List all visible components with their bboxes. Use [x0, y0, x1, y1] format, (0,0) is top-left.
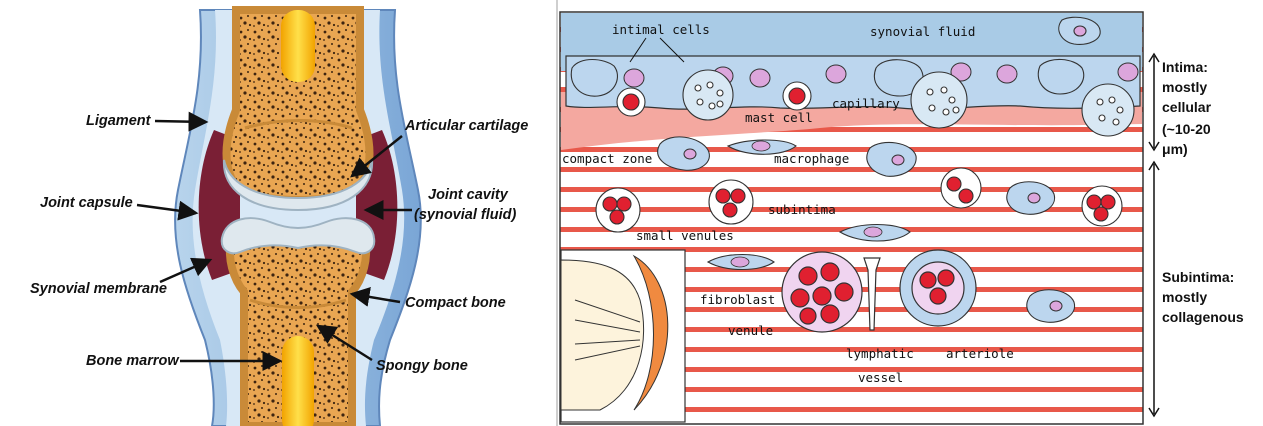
label-bone-marrow: Bone marrow	[86, 353, 180, 369]
label-lymphatic-1: lymphatic	[846, 346, 914, 361]
lower-marrow	[282, 336, 314, 426]
label-arteriole: arteriole	[946, 346, 1014, 361]
label-mast-cell: mast cell	[745, 110, 813, 125]
label-subintima: subintima	[768, 202, 836, 217]
upper-marrow	[281, 10, 315, 82]
label-intima-1: Intima:	[1162, 59, 1208, 75]
joint-inset	[561, 250, 685, 422]
label-intimal-cells: intimal cells	[612, 22, 710, 37]
label-articular-cartilage: Articular cartilage	[404, 118, 528, 134]
label-joint-cavity-2: (synovial fluid)	[414, 207, 516, 223]
label-synovial-membrane: Synovial membrane	[30, 281, 167, 297]
label-intima-2: mostly	[1162, 79, 1207, 95]
histology-diagram	[560, 12, 1143, 424]
label-joint-cavity-line1: Joint cavity	[428, 187, 509, 203]
label-subintima-3: collagenous	[1162, 309, 1244, 325]
label-compact-bone: Compact bone	[405, 295, 506, 311]
label-joint-capsule: Joint capsule	[40, 195, 133, 211]
label-subintima-1: Subintima:	[1162, 269, 1234, 285]
label-macrophage: macrophage	[774, 151, 849, 166]
label-joint-cavity: Joint cavity	[428, 187, 509, 203]
arteriole	[900, 250, 976, 326]
label-spongy-bone: Spongy bone	[376, 358, 468, 374]
label-lymphatic-2: vessel	[858, 370, 903, 385]
label-intima-4: (~10-20	[1162, 121, 1211, 137]
label-capillary: capillary	[832, 96, 900, 111]
label-ligament: Ligament	[86, 113, 152, 129]
label-intima-5: μm)	[1162, 141, 1188, 157]
label-synovial-fluid: synovial fluid	[870, 24, 975, 39]
label-subintima-2: mostly	[1162, 289, 1207, 305]
label-compact-zone: compact zone	[562, 151, 652, 166]
label-small-venules: small venules	[636, 228, 734, 243]
label-venule: venule	[728, 323, 773, 338]
venule	[782, 252, 862, 332]
layer-brackets: Intima: mostly cellular (~10-20 μm) Subi…	[1149, 54, 1244, 416]
label-intima-3: cellular	[1162, 99, 1212, 115]
label-fibroblast: fibroblast	[700, 292, 775, 307]
